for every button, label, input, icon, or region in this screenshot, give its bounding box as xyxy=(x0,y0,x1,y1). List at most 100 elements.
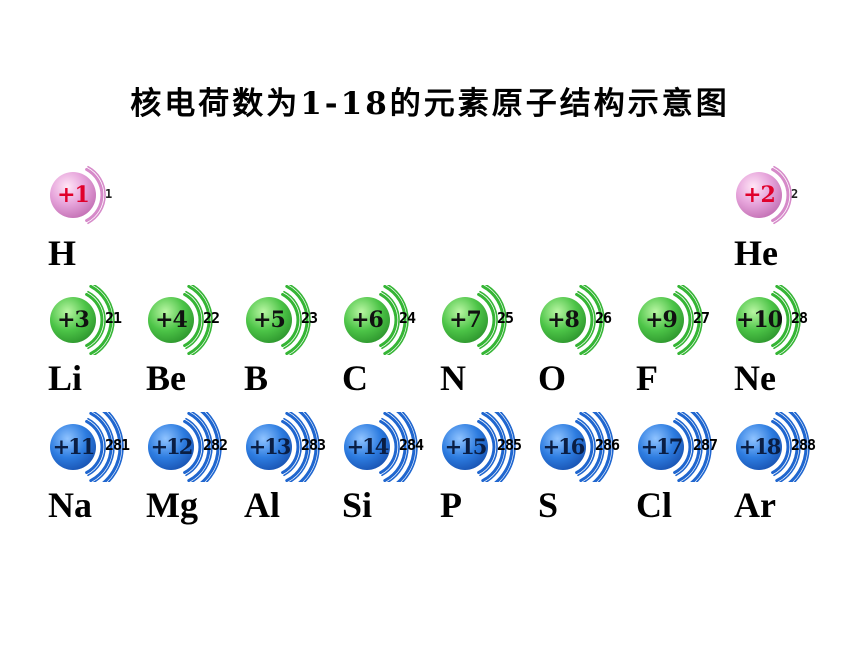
electron-configuration: 287 xyxy=(693,436,718,454)
nuclear-charge: +18 xyxy=(738,434,782,459)
electron-shell-arc xyxy=(597,412,614,482)
electron-shell-arc xyxy=(775,412,799,482)
electron-shell-arc xyxy=(183,292,202,348)
electron-shell-arc xyxy=(484,412,507,482)
nuclear-charge: +16 xyxy=(542,434,586,459)
nucleus xyxy=(736,424,782,470)
element-symbol: O xyxy=(538,358,567,398)
electron-shell-arc xyxy=(675,290,694,350)
electron-shell-arc xyxy=(695,412,712,482)
electron-shells xyxy=(183,285,213,355)
electron-shell-arc xyxy=(107,412,124,482)
nucleus xyxy=(736,297,782,343)
electron-shell-arc xyxy=(793,412,810,482)
electron-shell-arc xyxy=(383,412,407,482)
electron-shell-arc xyxy=(673,419,692,475)
electron-shell-arc xyxy=(579,285,603,355)
electron-configuration: 23 xyxy=(301,309,318,327)
electron-configuration: 1 xyxy=(105,187,112,201)
electron-shell-arc xyxy=(577,290,596,350)
electron-shell-arc xyxy=(577,417,596,477)
electron-shell-arc xyxy=(87,417,106,477)
nucleus xyxy=(344,424,390,470)
electron-shell-arc xyxy=(285,285,309,355)
electron-configuration: 283 xyxy=(301,436,326,454)
electron-shells xyxy=(771,285,801,355)
element-symbol: B xyxy=(244,358,269,398)
electron-shell-arc xyxy=(677,285,701,355)
electron-shells xyxy=(673,412,712,482)
nucleus xyxy=(442,297,488,343)
electron-shell-arc xyxy=(85,167,104,223)
electron-shells xyxy=(771,412,810,482)
electron-shell-arc xyxy=(283,290,302,350)
nuclear-charge: +6 xyxy=(351,307,384,333)
electron-shell-arc xyxy=(101,412,122,482)
electron-configuration: 284 xyxy=(399,436,424,454)
electron-shells xyxy=(771,165,792,225)
electron-shell-arc xyxy=(381,290,400,350)
electron-shell-arc xyxy=(582,412,605,482)
nuclear-charge: +15 xyxy=(444,434,488,459)
electron-configuration: 2 xyxy=(791,187,798,201)
diagram-title: 核电荷数为1-18的元素原子结构示意图 xyxy=(130,86,730,122)
nucleus xyxy=(540,297,586,343)
nuclear-charge: +7 xyxy=(449,307,482,333)
electron-shell-arc xyxy=(575,419,594,475)
electron-shell-arc xyxy=(773,165,792,225)
electron-shells xyxy=(85,285,115,355)
element-symbol: He xyxy=(734,233,778,273)
electron-shell-arc xyxy=(185,290,204,350)
nuclear-charge: +12 xyxy=(150,434,194,459)
electron-shell-arc xyxy=(395,412,416,482)
electron-shells xyxy=(281,285,311,355)
electron-shell-arc xyxy=(187,412,211,482)
electron-shell-arc xyxy=(773,417,792,477)
element-symbol: Li xyxy=(48,358,83,398)
electron-shells xyxy=(85,165,106,225)
atom-structure: +3 21 xyxy=(48,285,148,355)
electron-configuration: 27 xyxy=(693,309,710,327)
element-symbol: N xyxy=(440,358,466,398)
electron-shell-arc xyxy=(187,285,211,355)
electron-shell-arc xyxy=(479,290,498,350)
electron-shell-arc xyxy=(185,417,204,477)
nucleus xyxy=(344,297,390,343)
nuclear-charge: +1 xyxy=(57,182,90,208)
nuclear-charge: +8 xyxy=(547,307,580,333)
electron-shell-arc xyxy=(87,165,106,225)
electron-shell-arc xyxy=(303,412,320,482)
electron-shell-arc xyxy=(677,412,701,482)
electron-shell-arc xyxy=(281,419,300,475)
nuclear-charge: +5 xyxy=(253,307,286,333)
electron-shell-arc xyxy=(771,292,790,348)
electron-shell-arc xyxy=(773,290,792,350)
electron-configuration: 21 xyxy=(105,309,122,327)
electron-shells xyxy=(281,412,320,482)
electron-shells xyxy=(477,412,516,482)
electron-shell-arc xyxy=(285,412,309,482)
nucleus xyxy=(540,424,586,470)
electron-shell-arc xyxy=(582,285,605,355)
electron-shell-arc xyxy=(281,292,300,348)
nucleus xyxy=(50,424,96,470)
electron-shell-arc xyxy=(479,417,498,477)
nuclear-charge: +3 xyxy=(57,307,90,333)
